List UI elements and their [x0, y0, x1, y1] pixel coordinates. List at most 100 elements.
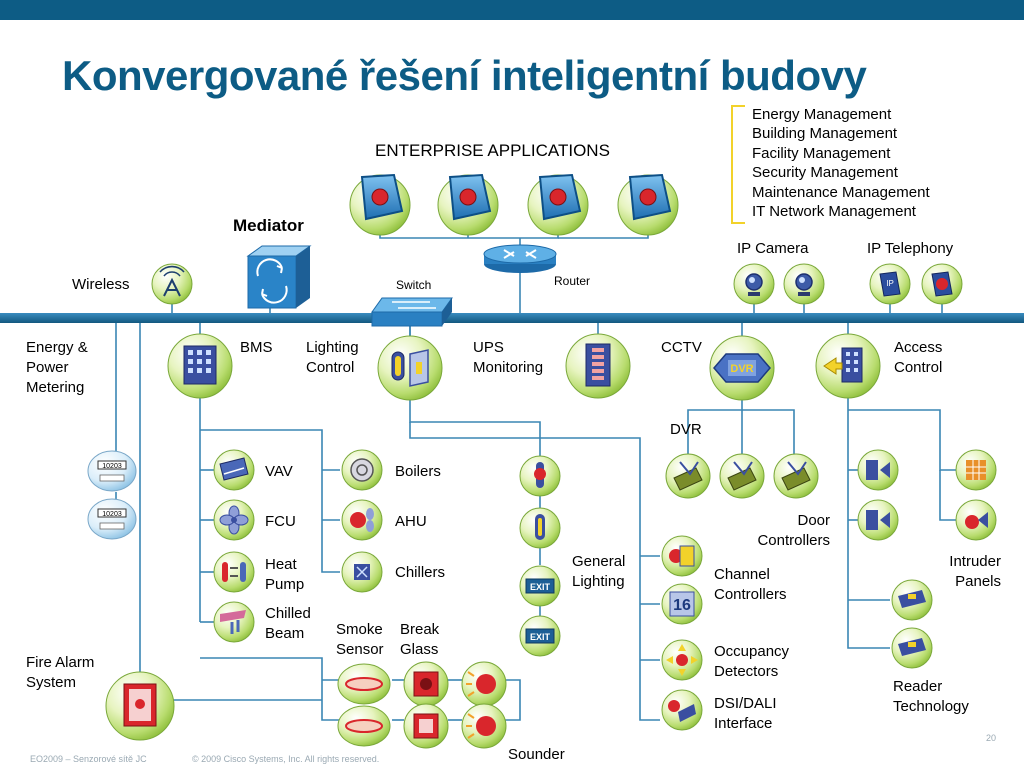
dsi-dali-label-1: DSI/DALI — [714, 695, 777, 712]
intruder-panels-label-2: Panels — [955, 573, 1001, 590]
page-number: 20 — [986, 733, 997, 743]
chilled-beam-label-2: Beam — [265, 625, 305, 642]
access-control-label-2: Control — [894, 359, 943, 376]
mediator-icon — [246, 245, 312, 309]
lighting-control-icon — [377, 335, 443, 401]
intruder-panel-icon — [955, 499, 997, 541]
sounder-icon — [461, 661, 507, 707]
chillers-label: Chillers — [395, 564, 446, 581]
cctv-camera-icon — [665, 453, 711, 499]
monitor-icon — [437, 173, 499, 236]
channel-controllers-label-2: Controllers — [714, 586, 787, 603]
break-glass-icon — [403, 661, 449, 707]
applications-list: Energy Management Building Management Fa… — [752, 105, 930, 221]
lamp-icon — [519, 507, 561, 549]
switch-label: Switch — [396, 278, 432, 292]
heat-pump-icon — [213, 551, 255, 593]
enterprise-applications-label: ENTERPRISE APPLICATIONS — [375, 141, 610, 160]
ip-camera-label: IP Camera — [737, 240, 809, 257]
channel-count: 16 — [673, 597, 691, 614]
sounder-label: Sounder — [508, 746, 565, 763]
channel-controller-icon — [661, 535, 703, 577]
fcu-icon — [213, 499, 255, 541]
boilers-label: Boilers — [395, 463, 441, 480]
occupancy-detectors-label-1: Occupancy — [714, 643, 790, 660]
page-title: Konvergované řešení inteligentní budovy — [62, 52, 867, 99]
chilled-beam-icon — [213, 601, 255, 643]
energy-power-label-2: Power — [26, 359, 69, 376]
app-item: Building Management — [752, 125, 898, 143]
smoke-sensor-label-1: Smoke — [336, 621, 383, 638]
exit-sign-icon: EXIT — [519, 615, 561, 657]
vav-icon — [213, 449, 255, 491]
meter-value: 10203 — [102, 463, 122, 470]
channel-controller-icon: 16 — [661, 583, 703, 625]
smoke-sensor-icon — [337, 705, 391, 747]
reader-technology-label-1: Reader — [893, 678, 943, 695]
dsi-dali-label-2: Interface — [714, 715, 773, 732]
access-control-label-1: Access — [894, 339, 943, 356]
access-control-icon — [815, 333, 881, 399]
ip-badge: IP — [886, 279, 894, 288]
monitor-icon — [349, 173, 411, 236]
energy-power-label-1: Energy & — [26, 339, 88, 356]
mediator-label: Mediator — [233, 216, 304, 235]
heat-pump-label-2: Pump — [265, 576, 305, 593]
dsi-dali-icon — [661, 689, 703, 731]
fire-alarm-label-1: Fire Alarm — [26, 654, 95, 671]
cctv-camera-icon — [719, 453, 765, 499]
smoke-sensor-icon — [337, 663, 391, 705]
general-lighting-label-1: General — [572, 553, 626, 570]
energy-power-label-3: Metering — [26, 379, 85, 396]
cctv-dvr-icon: DVR — [709, 335, 775, 401]
router-label: Router — [554, 274, 591, 288]
chiller-icon — [341, 551, 383, 593]
dvr-badge: DVR — [730, 363, 753, 375]
ip-phone-icon: IP — [869, 263, 911, 305]
ahu-icon — [341, 499, 383, 541]
smoke-sensor-label-2: Sensor — [336, 641, 384, 658]
break-glass-label-1: Break — [400, 621, 440, 638]
wireless-label: Wireless — [72, 276, 130, 293]
footer-left: EO2009 – Senzorové sítě JC — [30, 754, 147, 764]
energy-meter-icon: 10203 — [87, 498, 137, 540]
reader-icon — [891, 627, 933, 669]
general-lighting-label-2: Lighting — [572, 573, 625, 590]
intruder-panels-label-1: Intruder — [949, 553, 1001, 570]
break-glass-label-2: Glass — [400, 641, 439, 658]
ups-monitoring-icon — [565, 333, 631, 399]
vav-label: VAV — [265, 463, 293, 480]
exit-label: EXIT — [530, 582, 551, 592]
meter-value: 10203 — [102, 511, 122, 518]
door-controller-icon — [857, 449, 899, 491]
applications-bracket — [731, 105, 745, 224]
app-item: Security Management — [752, 164, 898, 182]
reader-icon — [891, 579, 933, 621]
ip-telephony-label: IP Telephony — [867, 240, 954, 257]
chilled-beam-label-1: Chilled — [265, 605, 311, 622]
router-icon — [483, 244, 557, 273]
enterprise-monitors — [349, 173, 679, 236]
fcu-label: FCU — [265, 513, 296, 530]
bms-label: BMS — [240, 339, 273, 356]
ups-label-1: UPS — [473, 339, 504, 356]
channel-controllers-label-1: Channel — [714, 566, 770, 583]
ip-camera-icon — [783, 263, 825, 305]
exit-label: EXIT — [530, 632, 551, 642]
exit-sign-icon: EXIT — [519, 565, 561, 607]
app-item: Facility Management — [752, 144, 891, 162]
app-item: Energy Management — [752, 106, 892, 123]
door-controller-icon — [857, 499, 899, 541]
cctv-camera-icon — [773, 453, 819, 499]
monitor-icon — [527, 173, 589, 236]
app-item: IT Network Management — [752, 203, 916, 221]
cctv-label: CCTV — [661, 339, 702, 356]
intruder-panel-icon — [955, 449, 997, 491]
boiler-icon — [341, 449, 383, 491]
wireless-icon — [151, 263, 193, 305]
ups-label-2: Monitoring — [473, 359, 544, 376]
door-controllers-label-2: Controllers — [757, 532, 830, 549]
network-bus — [0, 313, 1024, 323]
lighting-control-label-2: Control — [306, 359, 355, 376]
